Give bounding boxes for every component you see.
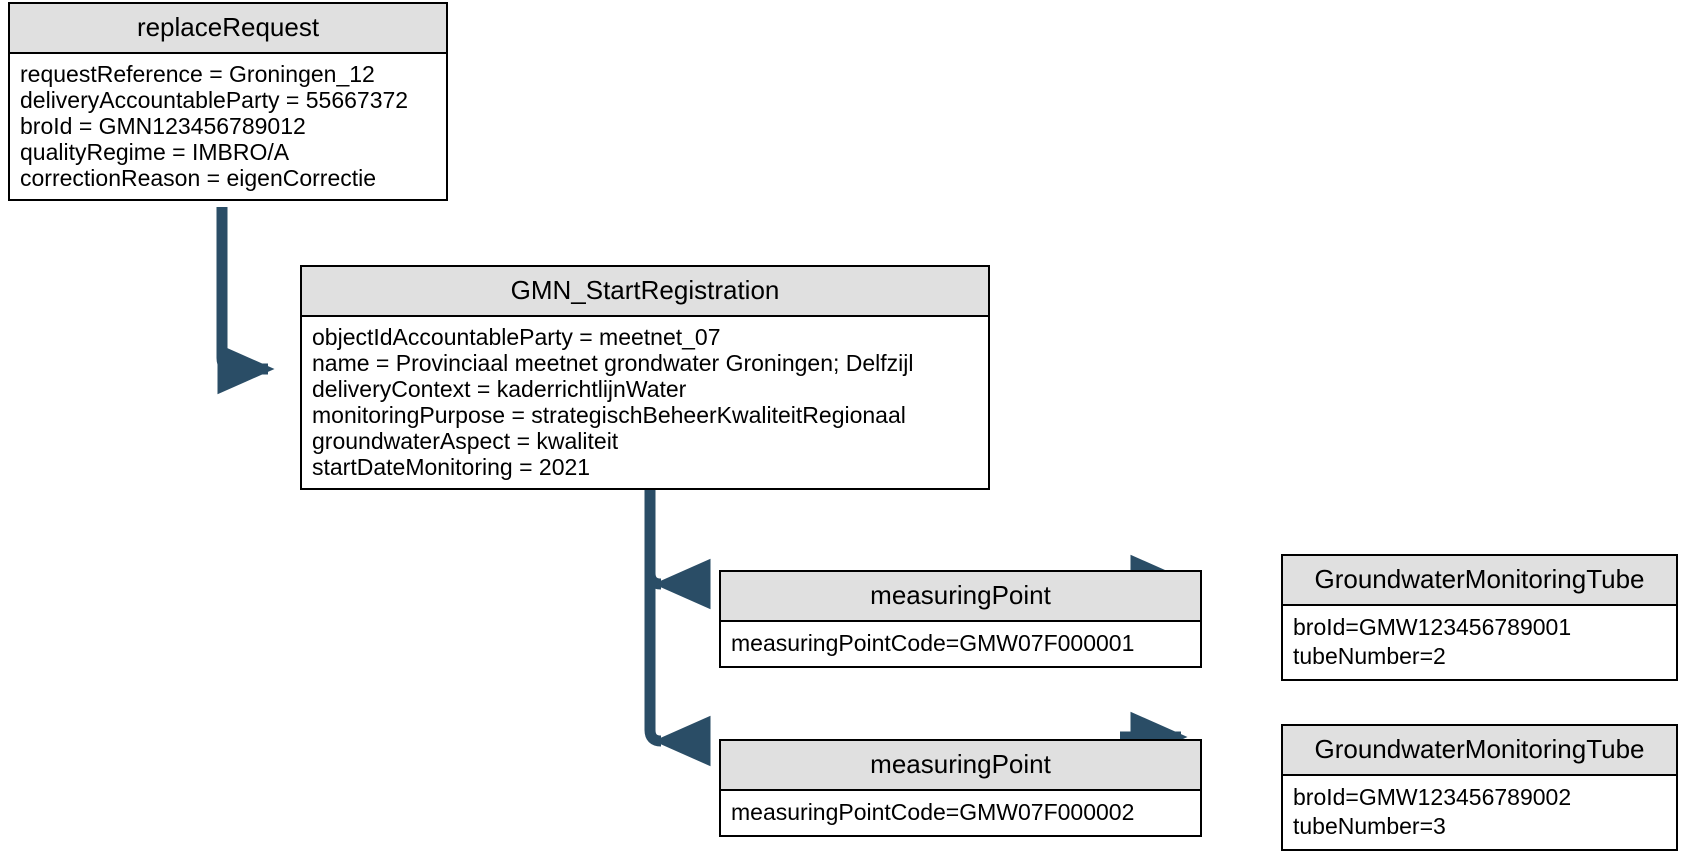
attribute-row: broId=GMW123456789001 xyxy=(1293,613,1572,640)
node-monitoring-tube-2-title: GroundwaterMonitoringTube xyxy=(1283,726,1676,776)
node-start-registration-title: GMN_StartRegistration xyxy=(302,267,988,317)
attribute-row: name = Provinciaal meetnet grondwater Gr… xyxy=(312,349,914,376)
node-monitoring-tube-1-attributes: broId=GMW123456789001 tubeNumber=2 xyxy=(1283,605,1676,679)
attribute-row: groundwaterAspect = kwaliteit xyxy=(312,427,619,454)
node-monitoring-tube-1[interactable]: GroundwaterMonitoringTube broId=GMW12345… xyxy=(1281,554,1678,681)
node-replace-request[interactable]: replaceRequest requestReference = Gronin… xyxy=(8,2,448,201)
node-measuring-point-1-attributes: measuringPointCode=GMW07F000001 xyxy=(721,621,1200,666)
attribute-row: tubeNumber=3 xyxy=(1293,812,1446,839)
connector-replace-request-to-start-registration xyxy=(216,207,275,395)
node-measuring-point-2[interactable]: measuringPoint measuringPointCode=GMW07F… xyxy=(719,739,1202,837)
attribute-row: tubeNumber=2 xyxy=(1293,642,1446,669)
node-monitoring-tube-2[interactable]: GroundwaterMonitoringTube broId=GMW12345… xyxy=(1281,724,1678,851)
attribute-row: measuringPointCode=GMW07F000002 xyxy=(731,798,1135,825)
attribute-row: qualityRegime = IMBRO/A xyxy=(20,138,290,165)
node-monitoring-tube-2-attributes: broId=GMW123456789002 tubeNumber=3 xyxy=(1283,775,1676,849)
node-measuring-point-1-title: measuringPoint xyxy=(721,572,1200,622)
node-replace-request-title: replaceRequest xyxy=(10,4,446,54)
attribute-row: deliveryContext = kaderrichtlijnWater xyxy=(312,375,687,402)
node-replace-request-attributes: requestReference = Groningen_12 delivery… xyxy=(10,53,446,199)
node-measuring-point-2-title: measuringPoint xyxy=(721,741,1200,791)
attribute-row: deliveryAccountableParty = 55667372 xyxy=(20,86,409,113)
connector-start-registration-to-measuring-point-1 xyxy=(644,473,711,610)
node-monitoring-tube-1-title: GroundwaterMonitoringTube xyxy=(1283,556,1676,606)
attribute-row: startDateMonitoring = 2021 xyxy=(312,453,591,480)
attribute-row: correctionReason = eigenCorrectie xyxy=(20,164,377,191)
node-measuring-point-1[interactable]: measuringPoint measuringPointCode=GMW07F… xyxy=(719,570,1202,668)
attribute-row: broId=GMW123456789002 xyxy=(1293,783,1572,810)
attribute-row: objectIdAccountableParty = meetnet_07 xyxy=(312,323,721,350)
attribute-row: measuringPointCode=GMW07F000001 xyxy=(731,629,1135,656)
connector-start-registration-to-measuring-point-2 xyxy=(644,473,711,767)
node-measuring-point-2-attributes: measuringPointCode=GMW07F000002 xyxy=(721,790,1200,835)
attribute-row: monitoringPurpose = strategischBeheerKwa… xyxy=(312,401,906,428)
node-start-registration[interactable]: GMN_StartRegistration objectIdAccountabl… xyxy=(300,265,990,490)
node-start-registration-attributes: objectIdAccountableParty = meetnet_07 na… xyxy=(302,316,988,488)
attribute-row: broId = GMN123456789012 xyxy=(20,112,306,139)
attribute-row: requestReference = Groningen_12 xyxy=(20,60,375,87)
